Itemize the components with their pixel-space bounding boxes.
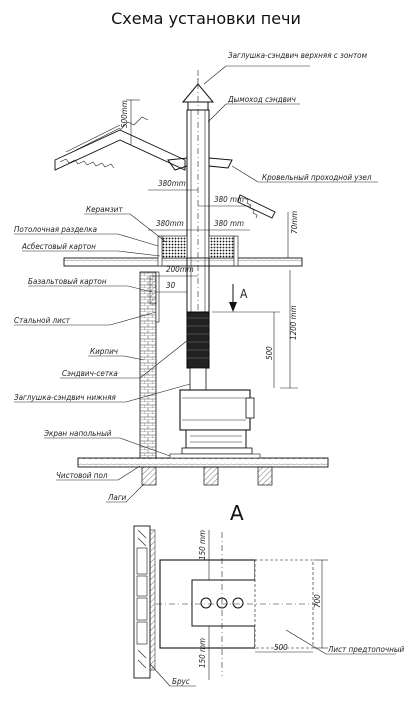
- stove: [179, 389, 255, 455]
- svg-text:1200 mm: 1200 mm: [289, 305, 298, 340]
- dimensions-upper: 500mm 380mm 380 mm 380mm 380 mm 70mm 200…: [120, 99, 299, 389]
- svg-text:Заглушка-сэндвич верхняя с зон: Заглушка-сэндвич верхняя с зонтом: [228, 51, 368, 60]
- svg-text:380 mm: 380 mm: [214, 219, 244, 228]
- svg-text:500mm: 500mm: [120, 100, 129, 128]
- svg-text:70mm: 70mm: [290, 211, 299, 234]
- svg-text:380mm: 380mm: [156, 219, 184, 228]
- svg-text:Лаги: Лаги: [107, 493, 127, 502]
- labels-right: Заглушка-сэндвич верхняя с зонтом Дымохо…: [203, 51, 378, 183]
- svg-text:Потолочная разделка: Потолочная разделка: [14, 225, 97, 234]
- svg-text:Лист предтопочный: Лист предтопочный: [327, 645, 405, 654]
- svg-text:30: 30: [166, 281, 176, 290]
- svg-text:Заглушка-сэндвич нижняя: Заглушка-сэндвич нижняя: [14, 393, 117, 402]
- svg-text:700: 700: [313, 594, 322, 608]
- svg-text:500: 500: [274, 643, 288, 652]
- svg-text:Сэндвич-сетка: Сэндвич-сетка: [62, 369, 118, 378]
- view-a-label: А: [230, 501, 244, 525]
- roof-passthrough-node: [167, 157, 233, 171]
- svg-text:Асбестовый картон: Асбестовый картон: [21, 242, 96, 251]
- svg-text:Дымоход сэндвич: Дымоход сэндвич: [227, 95, 296, 104]
- svg-text:Керамзит: Керамзит: [86, 205, 123, 214]
- svg-text:А: А: [240, 287, 248, 301]
- svg-text:Экран напольный: Экран напольный: [43, 429, 112, 438]
- plan-view: 150 mm 150 mm 700 500 Лист предтопочный …: [133, 525, 405, 687]
- svg-text:Стальной лист: Стальной лист: [14, 316, 71, 325]
- svg-text:Базальтовый картон: Базальтовый картон: [28, 277, 107, 286]
- svg-text:Чистовой пол: Чистовой пол: [56, 471, 108, 480]
- diagram-title: Схема установки печи: [111, 9, 301, 28]
- svg-text:150 mm: 150 mm: [198, 638, 207, 668]
- svg-text:150 mm: 150 mm: [198, 530, 207, 560]
- svg-text:Кирпич: Кирпич: [90, 347, 118, 356]
- svg-text:380mm: 380mm: [158, 179, 186, 188]
- labels-left: Керамзит Потолочная разделка Асбестовый …: [14, 205, 191, 503]
- section-arrow: А: [229, 284, 248, 312]
- svg-text:200mm: 200mm: [166, 265, 194, 274]
- svg-text:380 mm: 380 mm: [214, 195, 244, 204]
- svg-text:Брус: Брус: [172, 677, 190, 686]
- floor: [77, 453, 329, 486]
- ceiling: [63, 235, 303, 267]
- roof: [54, 116, 276, 219]
- svg-text:Кровельный проходной узел: Кровельный проходной узел: [262, 173, 372, 182]
- svg-text:500: 500: [265, 346, 274, 360]
- sandwich-mesh-section: [186, 311, 210, 391]
